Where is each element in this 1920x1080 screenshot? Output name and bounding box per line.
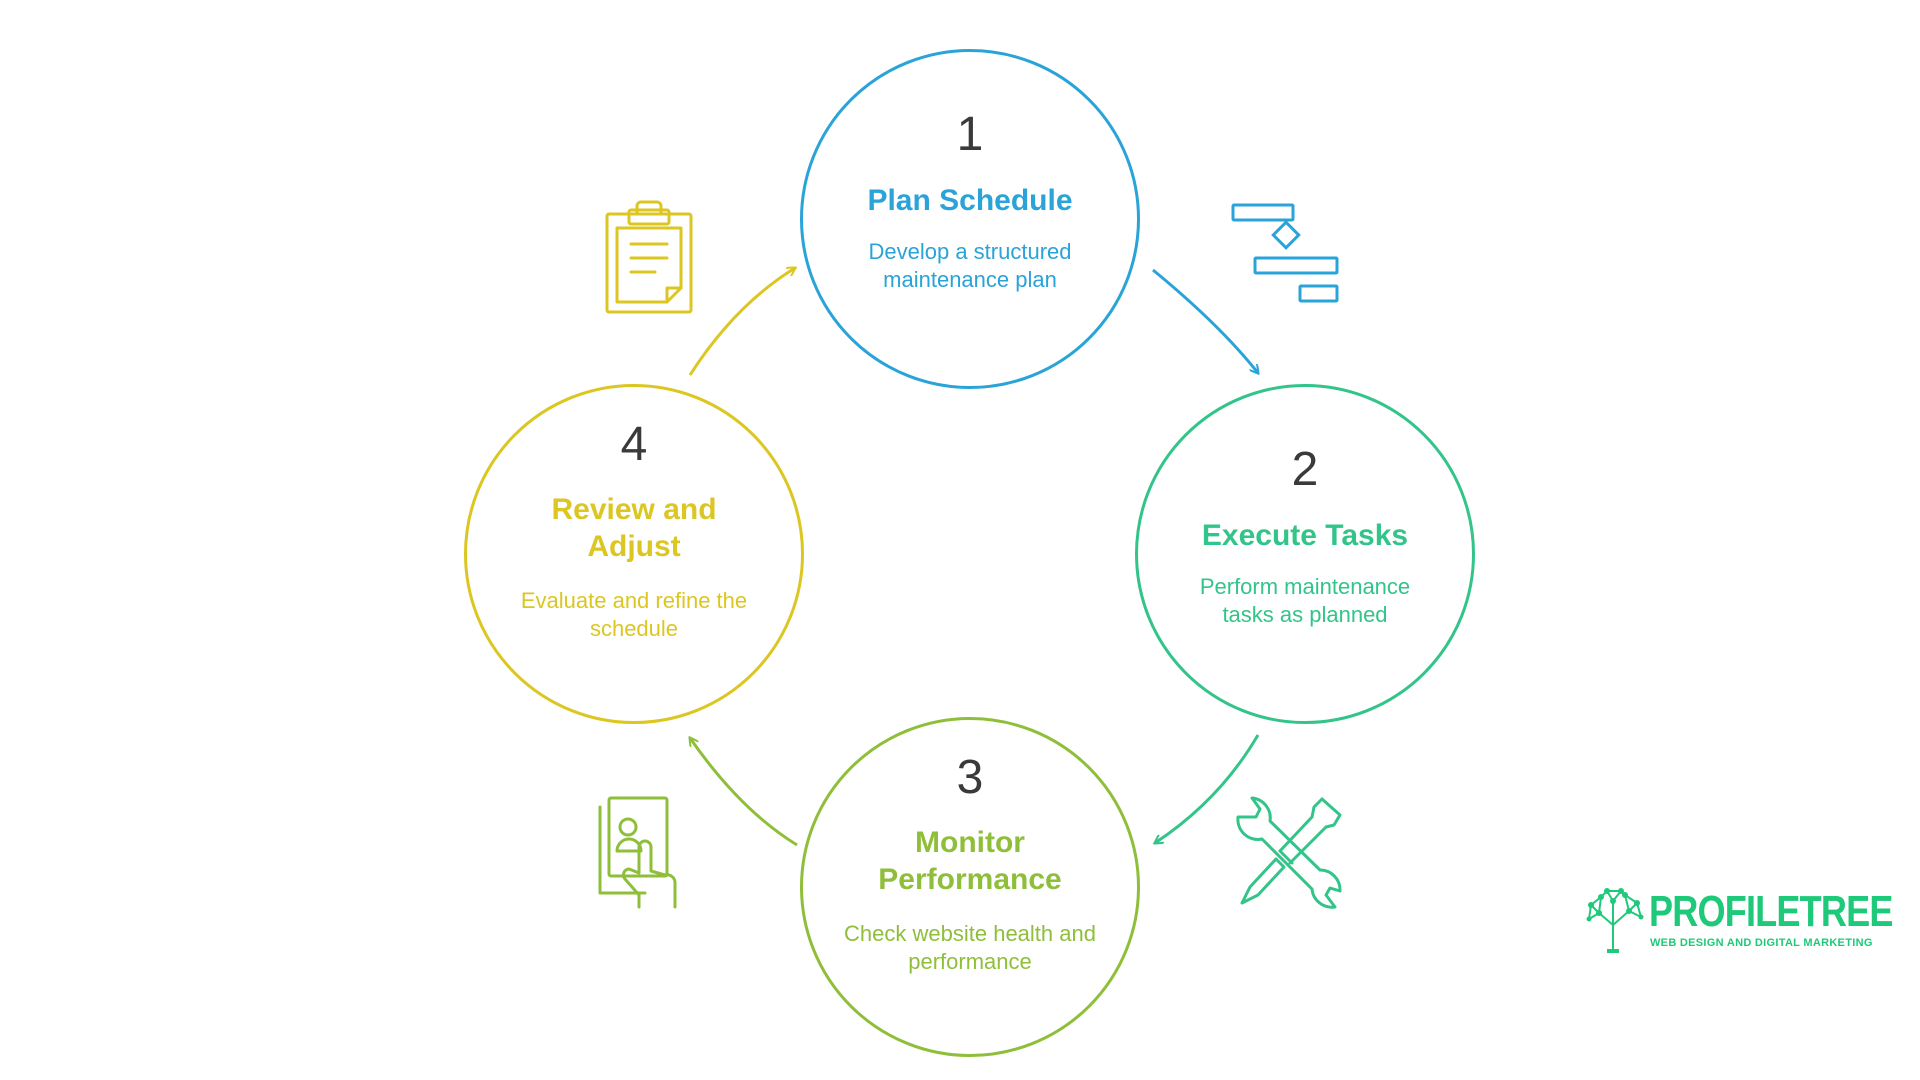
brand-name: PROFILETREE (1649, 887, 1893, 936)
step-number: 2 (1291, 443, 1319, 496)
arrow-3-to-4 (690, 738, 798, 847)
step-number: 4 (620, 418, 648, 471)
arrow-4-to-1 (688, 268, 795, 376)
step-description: Develop a structured maintenance plan (868, 239, 1072, 292)
step-monitor-performance: 3 Monitor Performance Check website heal… (800, 717, 1140, 1057)
step-title: Monitor Performance (878, 826, 1062, 896)
brand-tagline: WEB DESIGN AND DIGITAL MARKETING (1650, 937, 1873, 949)
step-plan-schedule: 1 Plan Schedule Develop a structured mai… (800, 49, 1140, 389)
step-description: Perform maintenance tasks as planned (1199, 574, 1411, 627)
step-execute-tasks: 2 Execute Tasks Perform maintenance task… (1135, 384, 1475, 724)
gantt-chart-icon (1231, 203, 1339, 303)
step-review-and-adjust: 4 Review and Adjust Evaluate and refine … (464, 384, 804, 724)
brand-logo: PROFILETREE WEB DESIGN AND DIGITAL MARKE… (1585, 885, 1895, 955)
step-title: Review and Adjust (551, 493, 717, 563)
tree-network-icon (1586, 888, 1644, 953)
wrench-screwdriver-icon (1236, 796, 1342, 909)
arrow-2-to-3 (1155, 734, 1260, 843)
step-description: Evaluate and refine the schedule (520, 588, 748, 641)
step-description: Check website health and performance (844, 921, 1096, 974)
step-title: Plan Schedule (867, 184, 1073, 217)
clipboard-icon (605, 200, 693, 314)
profile-card-tap-icon (598, 796, 677, 909)
step-number: 1 (956, 108, 984, 161)
step-number: 3 (956, 751, 984, 804)
arrow-1-to-2 (1152, 268, 1258, 373)
step-title: Execute Tasks (1201, 519, 1409, 552)
